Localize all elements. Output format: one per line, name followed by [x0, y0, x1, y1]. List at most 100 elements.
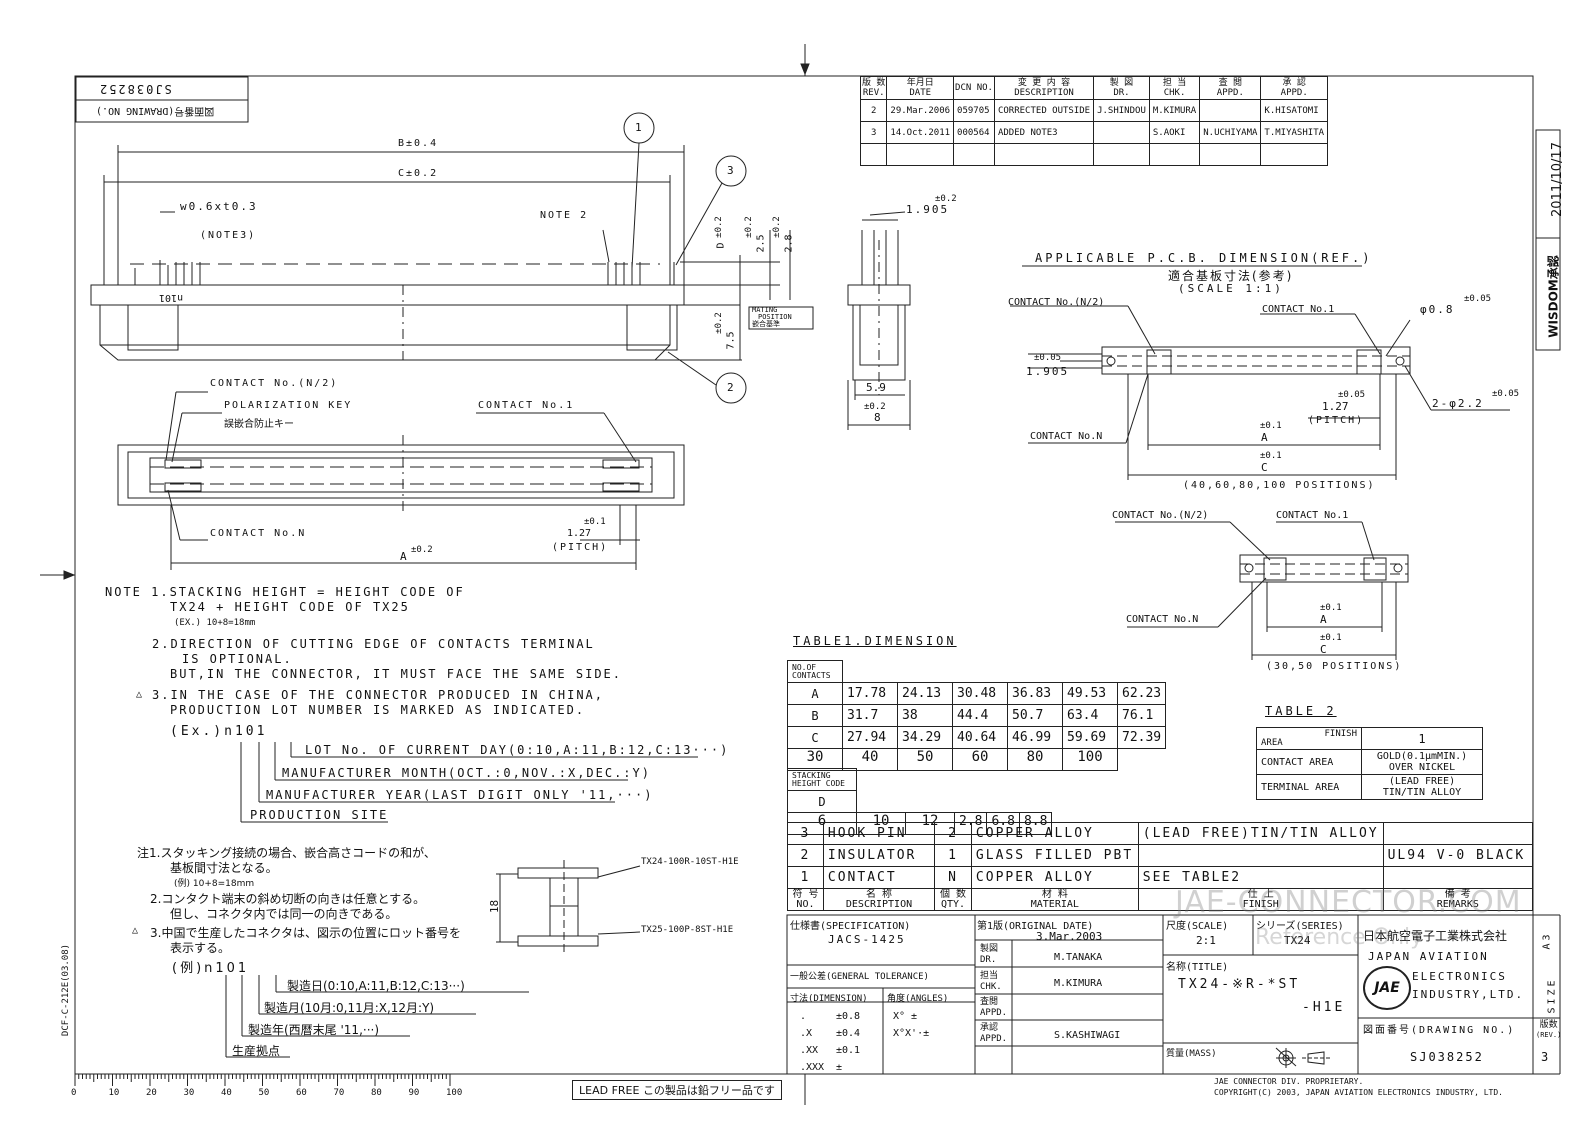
table1-cell: 72.39 [1116, 726, 1167, 749]
side-w2: 8 [874, 411, 881, 424]
pcb2-contact-n-label: CONTACT No.N [1126, 614, 1199, 625]
pcb-positions-2: (30,50 POSITIONS) [1266, 661, 1403, 672]
ruler-label: 20 [146, 1088, 157, 1098]
top-contact-n-label: CONTACT No.N [210, 528, 307, 539]
pcb-hole-tol: ±0.05 [1464, 294, 1492, 304]
spec-value: JACS-1425 [828, 933, 906, 946]
note-1-line-1: NOTE 1.STACKING HEIGHT = HEIGHT CODE OF [105, 585, 465, 599]
callout-3: 3 [727, 164, 734, 177]
note2-marker: NOTE 2 [540, 210, 589, 221]
original-date-label: 第1版(ORIGINAL DATE) [977, 921, 1094, 932]
pcb-mount-hole: 2-φ2.2 [1432, 397, 1484, 410]
stack-sketch-outline [496, 860, 641, 954]
ruler-label: 0 [71, 1088, 77, 1098]
table1-cell: 24.13 [897, 682, 953, 705]
bom-cell: INSULATOR [822, 844, 936, 867]
pcb-pitch-tol: ±0.05 [1338, 390, 1366, 400]
table1-cell: 34.29 [897, 726, 953, 749]
stack-upper-part: TX24-100R-10ST-H1E [641, 857, 739, 867]
table1-cell: 27.94 [842, 726, 898, 749]
top-contact-n2-label: CONTACT No.(N/2) [210, 378, 339, 389]
pcb-contact-n2-label: CONTACT No.(N/2) [1008, 297, 1105, 308]
dim-b-label: B±0.4 [398, 138, 439, 149]
table2-row-label: TERMINAL AREA [1256, 774, 1362, 800]
bom-cell [1137, 844, 1384, 867]
tolerance-row: .XX±0.1 [800, 1045, 861, 1056]
table1-cell: 36.83 [1007, 682, 1063, 705]
polarization-key-jp: 誤嵌合防止キー [224, 419, 294, 430]
rev-cell: 000564 [953, 121, 995, 144]
pcb-row-pitch: 1.905 [1026, 365, 1070, 378]
pcb-view-1-outline [1010, 265, 1510, 480]
rev-cell: 2 [859, 99, 888, 122]
stack-lower-part: TX25-100P-8ST-H1E [641, 925, 734, 935]
dim-c-label: C±0.2 [398, 168, 439, 179]
scale-value: 2:1 [1196, 934, 1216, 947]
table1-row-label: C [787, 726, 843, 749]
table1-cell: 62.23 [1116, 682, 1167, 705]
rev-cell: T.MIYASHITA [1260, 121, 1329, 144]
tolerance-rows: .±0.8.X±0.4.XX±0.1.XXX± [800, 1008, 860, 1076]
note-2-line-3: BUT,IN THE CONNECTOR, IT MUST FACE THE S… [170, 667, 623, 681]
jp-lot-example: (例)n101 [172, 961, 250, 976]
table1-cell: 63.4 [1062, 704, 1118, 727]
table1-col-header: 60 [952, 748, 1008, 771]
side-pitch-tol: ±0.2 [935, 194, 957, 204]
bom-cell: 3 [787, 822, 824, 845]
bom-cell: 1 [787, 866, 824, 889]
bom-cell: 2 [787, 844, 824, 867]
ruler-label: 50 [258, 1088, 270, 1098]
company-en-3: INDUSTRY,LTD. [1412, 988, 1525, 1001]
note-3-line-1: 3.IN THE CASE OF THE CONNECTOR PRODUCED … [152, 688, 605, 702]
tolerance-row: .X±0.4 [800, 1028, 861, 1039]
ruler-label: 60 [296, 1088, 307, 1098]
ruler-label: 80 [371, 1088, 382, 1098]
jp-note-1-line-2: 基板間寸法となる。 [170, 861, 278, 875]
jp-lot-site: 生産拠点 [232, 1044, 281, 1058]
pcb-positions-1: (40,60,80,100 POSITIONS) [1183, 480, 1376, 491]
table1-cell: 76.1 [1116, 704, 1167, 727]
jp-note-1-line-1: 注1.スタッキング接続の場合、嵌合高さコードの和が、 [137, 846, 436, 860]
table1-cell: 38 [897, 704, 953, 727]
jp-lot-month: 製造月(10月:0,11月:X,12月:Y) [264, 1001, 435, 1015]
pcb-mount-tol: ±0.05 [1492, 389, 1520, 399]
angles-label: 角度(ANGLES) [887, 994, 949, 1004]
top-pitch-tol: ±0.1 [584, 517, 606, 527]
pcb-title: APPLICABLE P.C.B. DIMENSION(REF.) [1035, 251, 1373, 265]
table2-cell: (LEAD FREE)TIN/TIN ALLOY [1361, 774, 1483, 800]
note3-marker: (NOTE3) [200, 230, 257, 241]
callout-2: 2 [727, 381, 734, 394]
table1-cell: 50.7 [1007, 704, 1063, 727]
jp-lot-day: 製造日(0:10,A:11,B:12,C:13···) [287, 979, 465, 993]
side-view-outline [847, 211, 911, 430]
ruler-label: 10 [108, 1088, 120, 1098]
top-pitch-label: (PITCH) [552, 542, 609, 553]
jp-note-3-line-1: 3.中国で生産したコネクタは、図示の位置にロット番号を [150, 926, 461, 940]
note-2-line-2: IS OPTIONAL. [182, 652, 293, 666]
lot-line-month: MANUFACTURER MONTH(OCT.:0,NOV.:X,DEC.:Y) [282, 766, 651, 780]
proprietary-line-1: JAE CONNECTOR DIV. PROPRIETARY. [1214, 1077, 1364, 1086]
pcb-contact-1-label: CONTACT No.1 [1262, 304, 1335, 315]
tolerance-row: .XXX± [800, 1062, 843, 1073]
table2-row: TERMINAL AREA(LEAD FREE)TIN/TIN ALLOY [1256, 774, 1483, 800]
rev-cell: S.AOKI [1148, 121, 1201, 144]
pcb-title-jp: 適合基板寸法(参考) [1168, 269, 1294, 283]
pcb-hole: φ0.8 [1420, 303, 1455, 316]
